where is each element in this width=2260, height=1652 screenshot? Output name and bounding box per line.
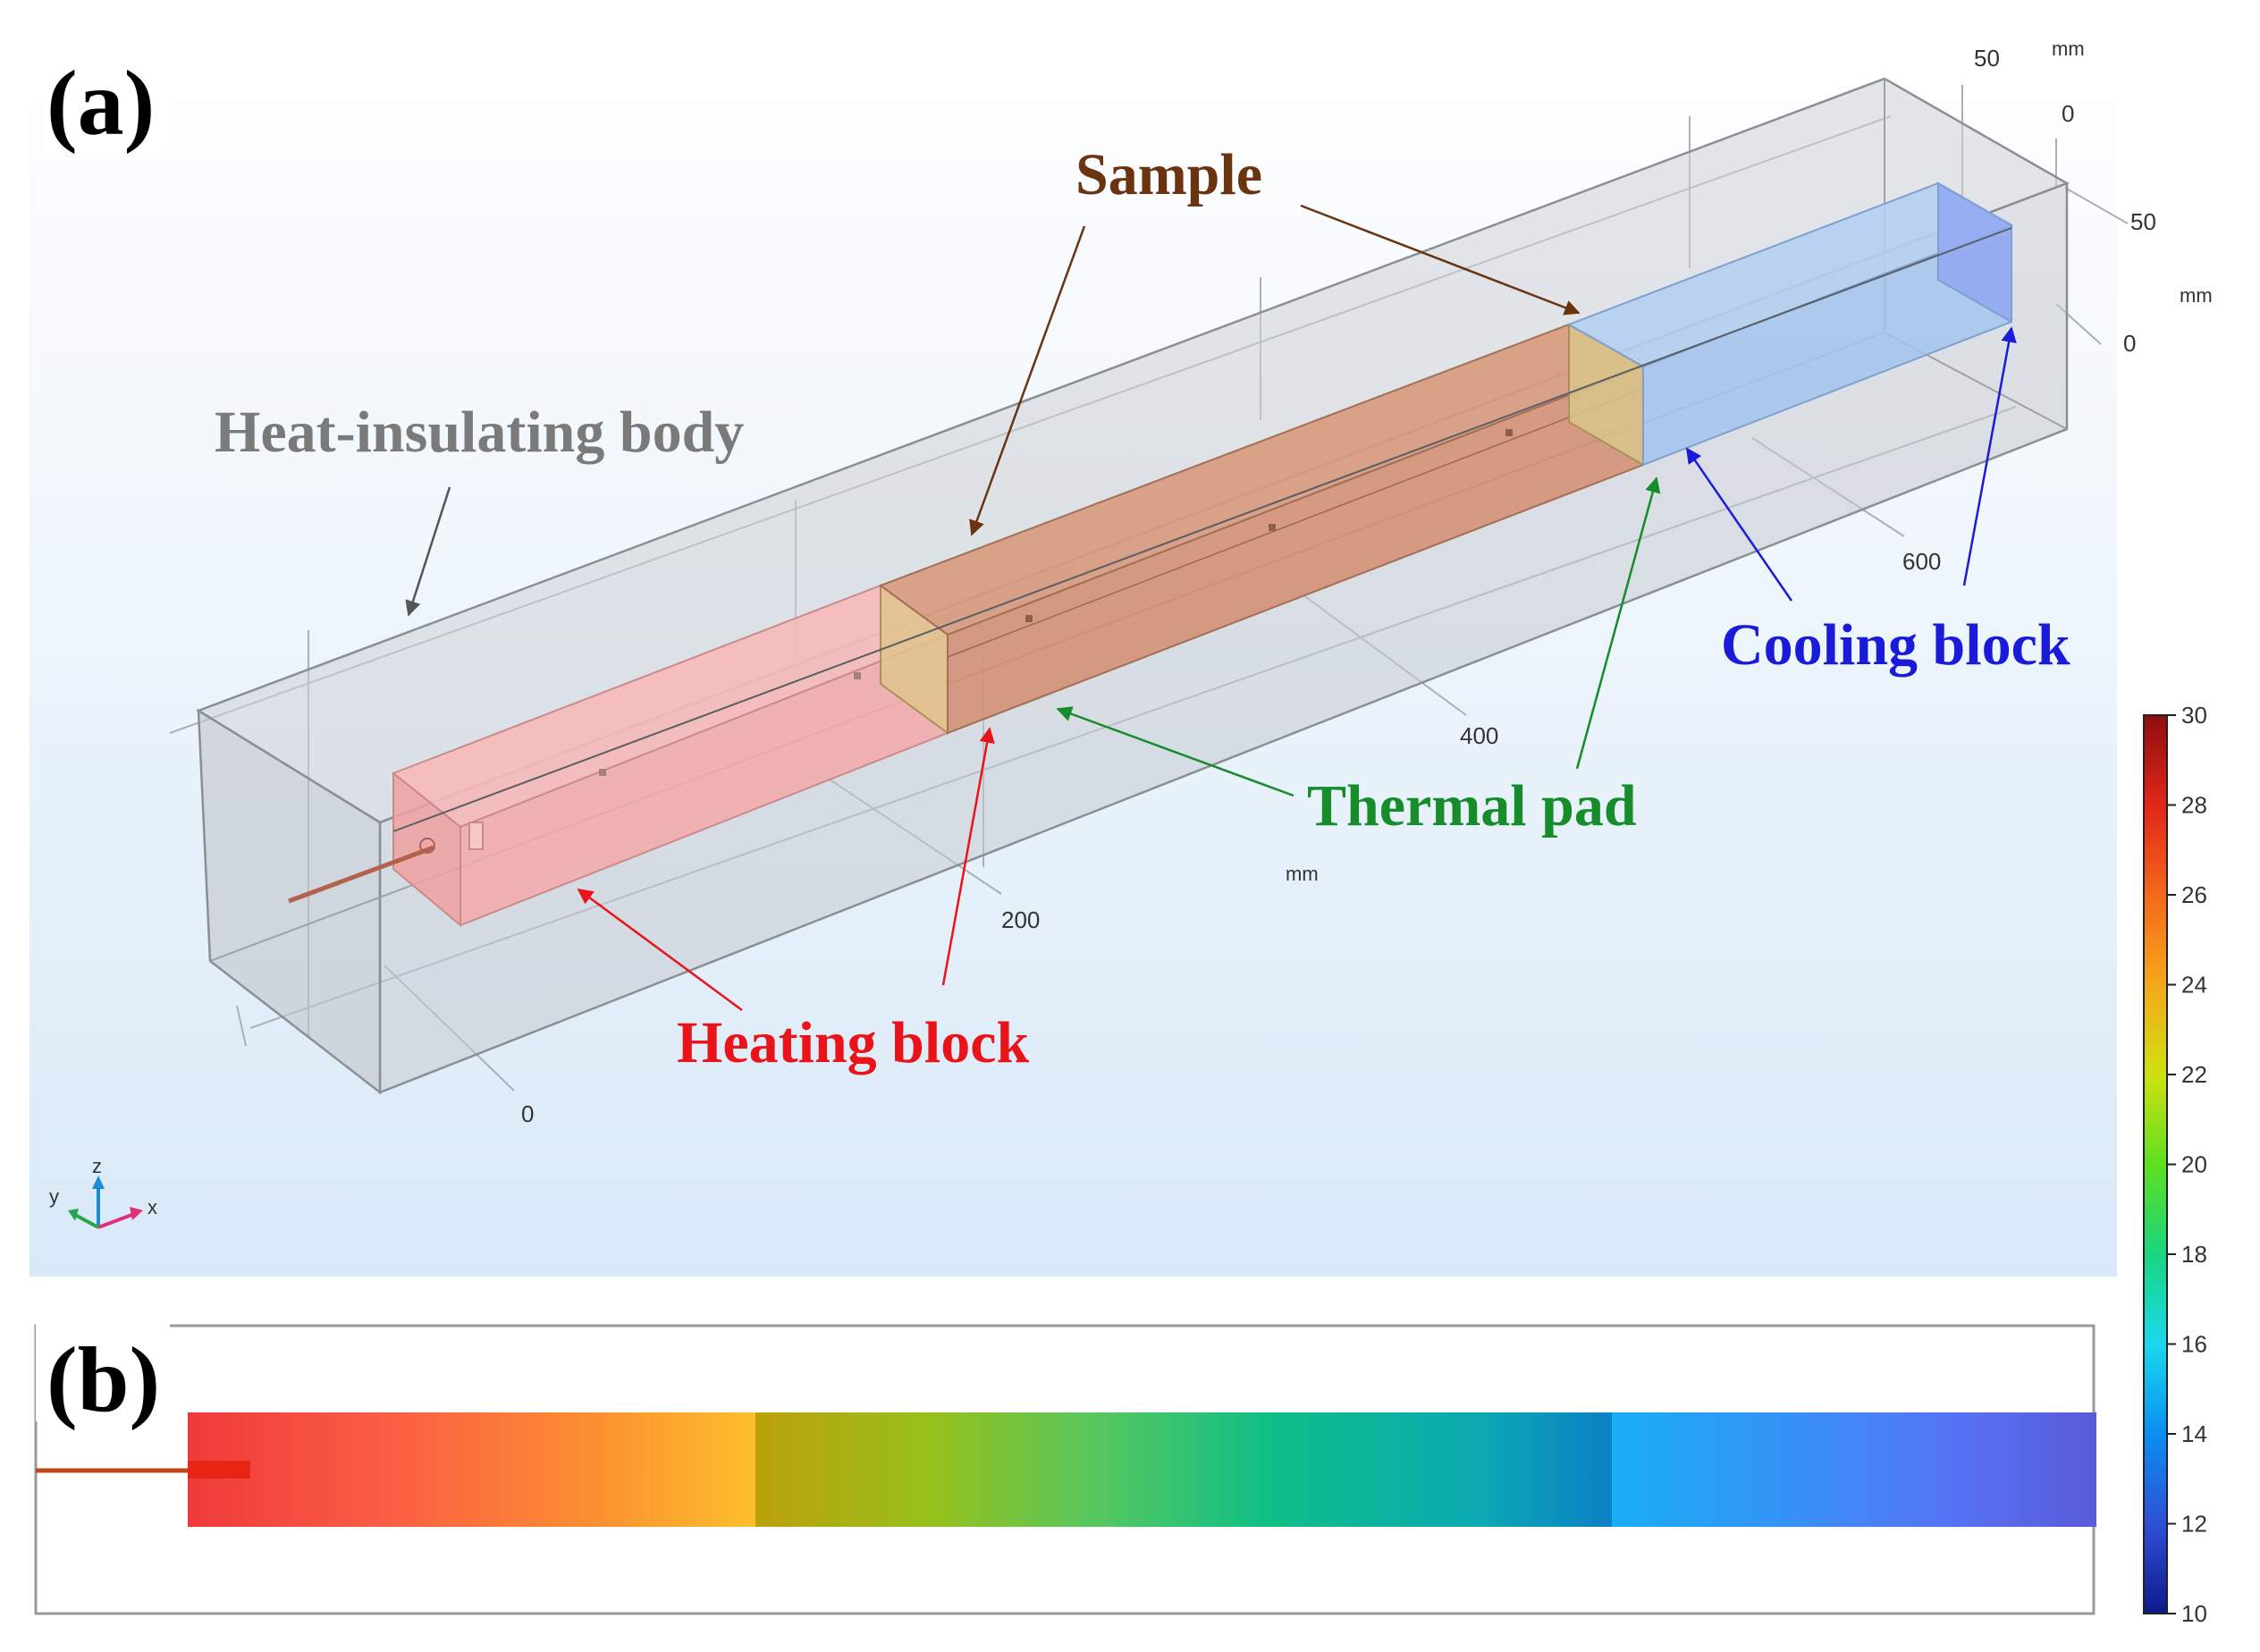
y-axis-unit: mm (2180, 284, 2213, 307)
sample-block (878, 323, 1646, 735)
colorbar-tick-label: 28 (2181, 792, 2207, 819)
panel-b-label-bg (36, 1314, 170, 1421)
colorbar-tick-label: 14 (2181, 1420, 2207, 1447)
panel-a: 0 200 400 600 mm 50 0 mm 50 0 mm z x y (… (30, 30, 2213, 1277)
callout-arrows (405, 204, 2017, 1012)
arrow-thermal-pad-left (1056, 706, 1294, 797)
arrow-sample-left (969, 225, 1086, 536)
colorbar-tick-label: 10 (2181, 1600, 2207, 1627)
cooling-block (1566, 181, 2014, 467)
z-axis-unit: mm (2052, 38, 2085, 60)
triad-y-label: y (49, 1185, 59, 1208)
x-tick-600: 600 (1902, 548, 1941, 575)
x-tick-200: 200 (1001, 906, 1040, 933)
arrow-thermal-pad-right (1575, 476, 1661, 770)
arrow-cooling-left (1685, 447, 1793, 602)
arrow-heat-insulating (405, 486, 451, 617)
colorbar-tick-label: 26 (2181, 881, 2207, 908)
sample-label: Sample (1075, 142, 1262, 207)
colorbar-ticks: 30 28 26 24 22 20 18 16 14 12 10 (2167, 702, 2207, 1627)
y-tick-0: 0 (2123, 330, 2136, 357)
thermal-pad-label: Thermal pad (1307, 773, 1637, 839)
coordinate-triad: z x y (49, 1155, 157, 1229)
heating-block-section (188, 1412, 755, 1527)
colorbar-tick-label: 22 (2181, 1061, 2207, 1088)
heat-insulating-body-label: Heat-insulating body (215, 400, 744, 465)
arrow-sample-right (1300, 204, 1581, 316)
sample-section (755, 1412, 1612, 1527)
colorbar-tick-label: 20 (2181, 1151, 2207, 1178)
heating-block-label: Heating block (677, 1010, 1029, 1075)
z-tick-0: 0 (2062, 100, 2074, 127)
arrow-heating-left (577, 888, 743, 1012)
x-tick-0: 0 (521, 1100, 534, 1127)
heater-rod-insert (188, 1461, 250, 1479)
triad-x-label: x (148, 1196, 157, 1218)
y-tick-50: 50 (2130, 208, 2156, 235)
panel-b: (b) (34, 1314, 2096, 1615)
cooling-block-section (1612, 1412, 2096, 1527)
heater-rod (288, 845, 434, 904)
arrow-cooling-right (1962, 326, 2017, 586)
z-tick-50: 50 (1974, 45, 2000, 72)
colorbar-tick-label: 18 (2181, 1241, 2207, 1268)
colorbar-tick-label: 12 (2181, 1511, 2207, 1538)
axial-line (392, 227, 2012, 832)
panel-b-label: (b) (46, 1328, 160, 1431)
panel-a-label-bg (43, 45, 168, 152)
colorbar-tick-label: 30 (2181, 702, 2207, 729)
triad-z-label: z (92, 1155, 102, 1177)
temperature-field-plot (36, 1412, 2096, 1527)
x-axis-unit: mm (1286, 863, 1319, 885)
panel-a-label: (a) (46, 52, 155, 155)
x-tick-400: 400 (1460, 722, 1498, 749)
cooling-block-label: Cooling block (1721, 612, 2070, 678)
temperature-colorbar: 30 28 26 24 22 20 18 16 14 12 10 (2117, 688, 2260, 1652)
colorbar-tick-label: 16 (2181, 1331, 2207, 1358)
colorbar-gradient (2143, 714, 2168, 1614)
colorbar-background (2117, 688, 2260, 1652)
colorbar-tick-label: 24 (2181, 972, 2207, 999)
arrow-heating-right (941, 727, 995, 986)
